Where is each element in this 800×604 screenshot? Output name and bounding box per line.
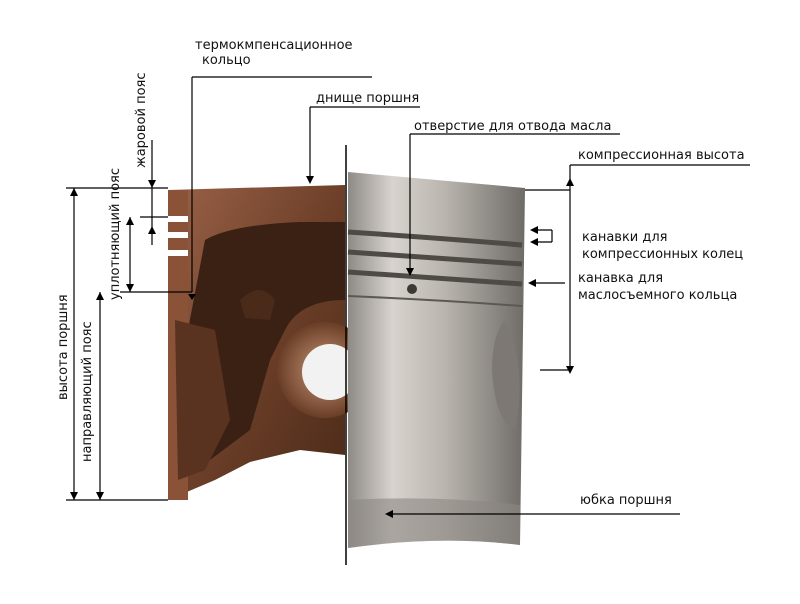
label-piston-crown: днище поршня xyxy=(316,91,420,106)
label-oil-groove-line2: маслосъемного кольца xyxy=(578,288,738,303)
label-piston-height: высота поршня xyxy=(56,294,71,400)
piston-section-half xyxy=(168,185,373,500)
dimension-lines xyxy=(66,76,750,515)
label-guide-zone: направляющий пояс xyxy=(80,321,95,462)
label-compression-grooves-line1: канавки для xyxy=(582,230,668,245)
label-fire-land: жаровой пояс xyxy=(134,72,149,168)
label-oil-groove-line1: канавка для xyxy=(578,271,664,286)
label-oil-hole: отверстие для отвода масла xyxy=(414,119,612,134)
label-thermo-ring-line2: кольцо xyxy=(202,53,251,68)
label-compression-height: компрессионная высота xyxy=(578,148,745,163)
arrowheads xyxy=(70,176,574,518)
label-sealing-zone: уплотняющий пояс xyxy=(108,168,123,300)
piston-outer-half xyxy=(347,172,525,548)
label-thermo-ring-line1: термокмпенсационное xyxy=(195,38,353,53)
label-piston-skirt: юбка поршня xyxy=(580,493,672,508)
label-compression-grooves-line2: компрессионных колец xyxy=(582,247,744,262)
